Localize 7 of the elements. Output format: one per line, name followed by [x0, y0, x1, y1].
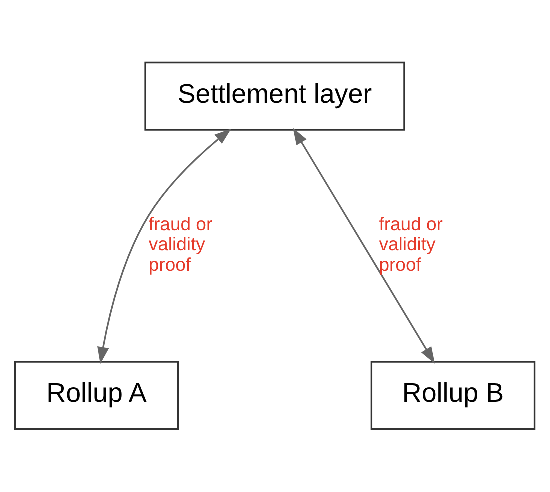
arrow [293, 128, 436, 364]
node-box: Rollup B [370, 361, 536, 430]
node-box: Settlement layer [144, 62, 406, 131]
node-box: Rollup A [14, 361, 180, 430]
edge-label: fraud or validity proof [148, 214, 213, 275]
edge-label: fraud or validity proof [379, 214, 443, 275]
arrow [98, 128, 232, 364]
